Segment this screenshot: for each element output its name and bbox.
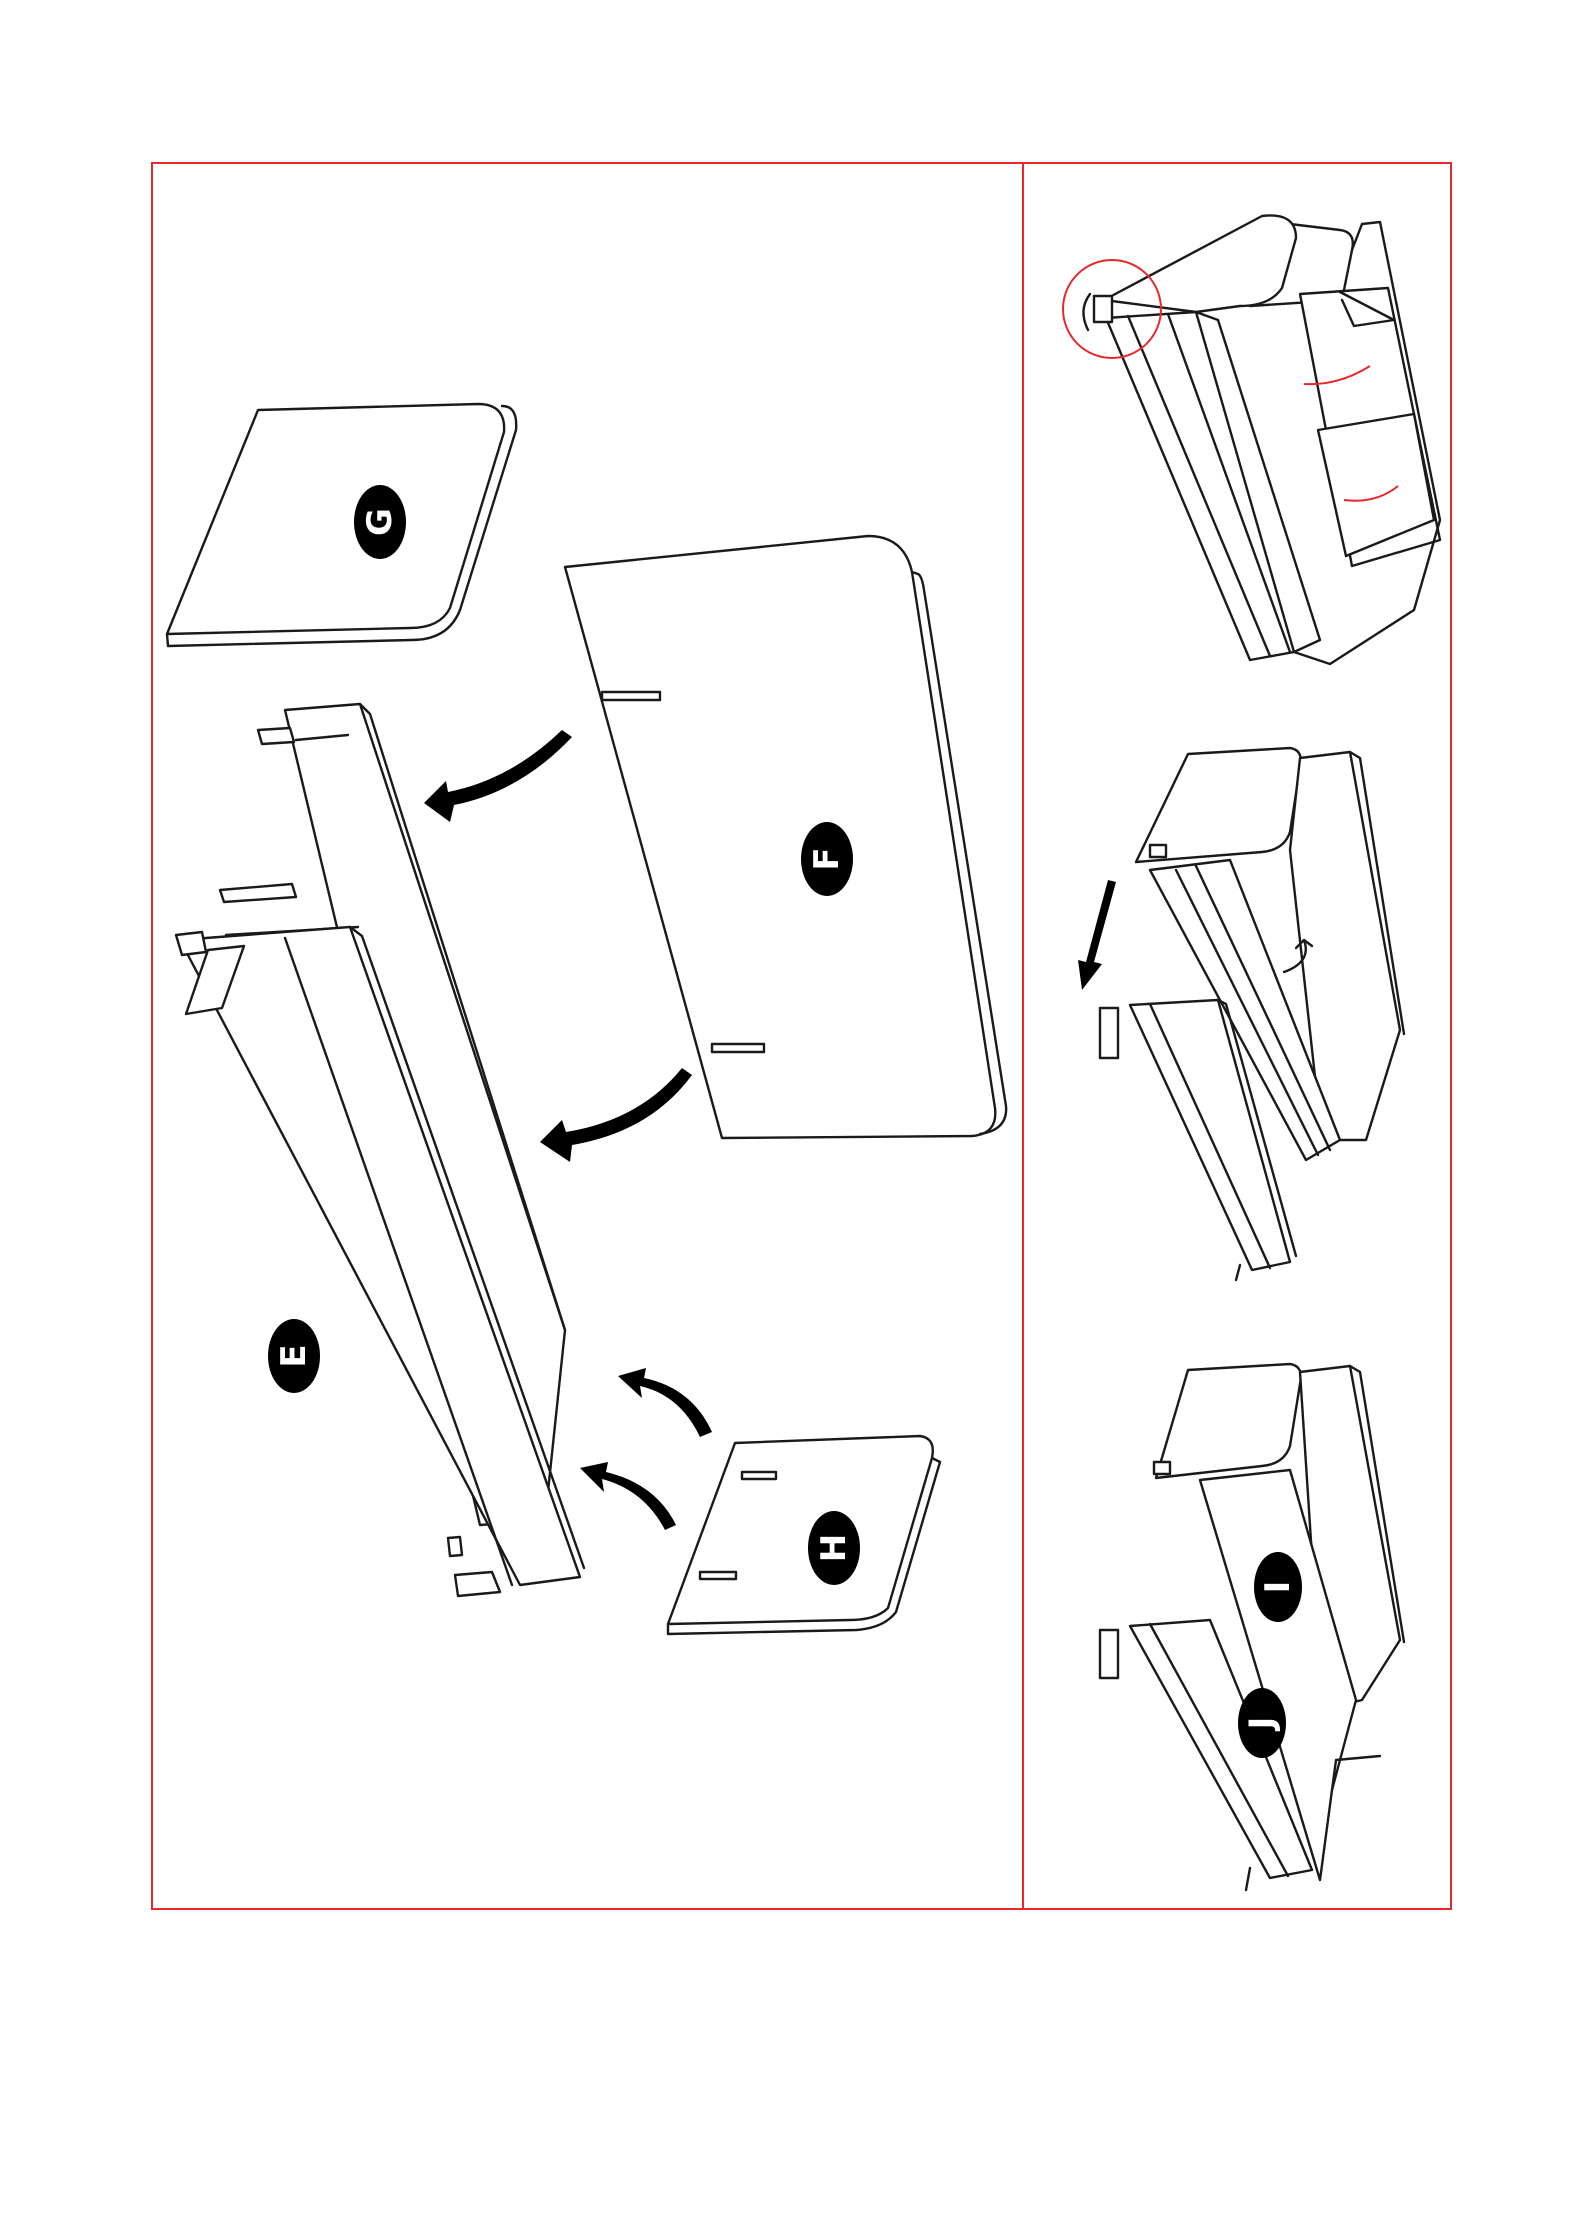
step-2-illustration [1078, 748, 1404, 1280]
part-g-panel: G [167, 404, 516, 646]
part-g-label: G [360, 508, 400, 536]
assembly-arrow-icon [618, 1368, 712, 1437]
hinge [1094, 296, 1112, 322]
peg [258, 728, 294, 744]
part-i-badge: I [1254, 1552, 1302, 1622]
peg [1100, 1630, 1118, 1678]
step-1-illustration [1063, 215, 1440, 664]
bracket [455, 1572, 500, 1596]
part-h-dowel-slot [700, 1572, 736, 1579]
part-h-panel: H [668, 1436, 940, 1634]
step-3-illustration: I J [1100, 1364, 1404, 1890]
assembly-arrow-icon [424, 730, 572, 822]
part-h-badge: H [808, 1511, 860, 1585]
part-f-label: F [807, 847, 847, 870]
part-f-dowel-slot [712, 1044, 764, 1052]
part-h-label: H [814, 1534, 854, 1562]
part-e-frame: E [176, 704, 584, 1596]
rotate-arrow-icon [1083, 294, 1090, 330]
part-j-label: J [1242, 1717, 1282, 1732]
part-f-panel: F [565, 536, 1006, 1138]
steps-panel: I J [1063, 215, 1440, 1890]
part-f-dowel-slot [602, 692, 660, 700]
peg [448, 1537, 462, 1556]
peg [176, 932, 206, 955]
part-f-badge: F [801, 822, 853, 896]
peg [1100, 1008, 1118, 1058]
part-e-label: E [274, 1344, 314, 1367]
exploded-view-panel: G F [167, 404, 1006, 1634]
assembly-arrow-icon [580, 1462, 676, 1530]
part-h-dowel-slot [742, 1472, 776, 1479]
pull-arrow-icon [1078, 880, 1116, 990]
peg [1154, 1462, 1170, 1474]
peg [220, 884, 296, 902]
part-j-badge: J [1238, 1688, 1286, 1758]
peg [1150, 845, 1166, 857]
part-i-label: I [1258, 1581, 1298, 1594]
assembly-arrow-icon [540, 1068, 692, 1162]
part-g-badge: G [354, 485, 406, 559]
part-e-badge: E [268, 1319, 320, 1393]
